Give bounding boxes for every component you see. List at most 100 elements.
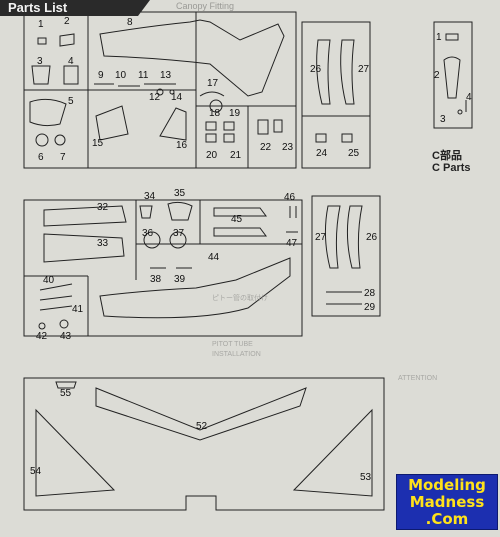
part-label-26-lower: 26 — [366, 232, 378, 243]
part-22-23-shapes — [257, 119, 283, 135]
part-label-27: 27 — [358, 64, 370, 75]
c-parts-label-en: C Parts — [432, 162, 471, 174]
part-54-shape — [35, 408, 116, 497]
sprue-a-right-frame — [301, 21, 371, 169]
part-52-shape — [95, 387, 307, 441]
part-label-47: 47 — [286, 238, 298, 249]
part-label-7: 7 — [60, 152, 66, 163]
part-c1-c4-shapes — [443, 33, 467, 115]
part-label-44: 44 — [208, 252, 220, 263]
part-label-45: 45 — [231, 214, 243, 225]
part-label-1: 1 — [38, 19, 44, 30]
part-label-21: 21 — [230, 150, 242, 161]
part-label-43: 43 — [60, 331, 72, 342]
sprue-c-frame — [433, 21, 473, 129]
part-label-8: 8 — [127, 17, 133, 28]
part-53-shape — [292, 408, 373, 497]
part-label-42: 42 — [36, 331, 48, 342]
part-label-11: 11 — [138, 70, 149, 81]
part-32-shape — [43, 205, 127, 227]
part-46-47-shapes — [286, 206, 298, 233]
part-label-4: 4 — [68, 56, 74, 67]
watermark-line-3: .Com — [425, 510, 469, 528]
part-label-38: 38 — [150, 274, 162, 285]
part-label-41: 41 — [72, 304, 84, 315]
part-1-shape — [37, 37, 47, 45]
part-6-shape — [35, 133, 49, 147]
part-number-labels: 1 2 3 4 5 6 7 8 9 10 11 12 13 14 15 16 1… — [30, 16, 472, 483]
part-label-6: 6 — [38, 152, 44, 163]
part-24-25-shapes — [315, 133, 353, 143]
ghost-attention: ATTENTION — [398, 375, 437, 382]
part-label-52: 52 — [196, 421, 208, 432]
part-16-shape — [159, 107, 187, 141]
part-label-27-lower: 27 — [315, 232, 327, 243]
ghost-note-en2: INSTALLATION — [212, 351, 261, 358]
part-26-27-shapes — [316, 39, 355, 105]
sprue-b-right-frame — [311, 195, 381, 317]
part-28-29-shapes — [326, 291, 362, 305]
c-part-label-1: 1 — [436, 32, 442, 43]
part-label-29: 29 — [364, 302, 376, 313]
part-label-18: 18 — [209, 108, 221, 119]
part-label-34: 34 — [144, 191, 156, 202]
part-label-15: 15 — [92, 138, 104, 149]
part-label-20: 20 — [206, 150, 218, 161]
modeling-madness-watermark: Modeling Madness .Com — [396, 474, 498, 530]
watermark-line-1: Modeling — [408, 476, 486, 494]
part-label-28: 28 — [364, 288, 376, 299]
sprue-wing-frame — [23, 377, 385, 511]
part-18-21-shapes — [205, 99, 235, 143]
part-44-shape — [99, 257, 291, 319]
part-45-shapes — [213, 207, 267, 237]
part-26-27-lower-shapes — [324, 205, 363, 269]
part-label-10: 10 — [115, 70, 127, 81]
part-label-40: 40 — [43, 275, 55, 286]
part-42-43-shapes — [38, 319, 69, 330]
part-label-9: 9 — [98, 70, 104, 81]
watermark-line-2: Madness — [409, 493, 485, 511]
part-label-36: 36 — [142, 228, 154, 239]
part-label-19: 19 — [229, 108, 241, 119]
part-label-13: 13 — [160, 70, 172, 81]
parts-list-banner: Parts List — [0, 0, 150, 16]
part-55-shape — [55, 381, 77, 389]
part-label-23: 23 — [282, 142, 294, 153]
part-label-12: 12 — [149, 92, 161, 103]
part-36-37-shapes — [143, 231, 187, 249]
part-17-shape — [199, 91, 225, 97]
part-5-shape — [29, 98, 67, 127]
part-3-shape — [31, 65, 51, 85]
c-parts-label-jp: C部品 — [432, 150, 462, 162]
part-33-shape — [43, 233, 125, 263]
ghost-note-jp: ピトー管の取付け — [212, 293, 268, 302]
part-9-14-shapes — [94, 83, 176, 96]
header-ghost-text: Canopy Fitting — [176, 1, 235, 11]
c-part-label-3: 3 — [440, 114, 446, 125]
part-label-53: 53 — [360, 472, 372, 483]
part-label-16: 16 — [176, 140, 188, 151]
part-label-37: 37 — [173, 228, 185, 239]
sprue-a-frame — [23, 11, 297, 169]
part-label-22: 22 — [260, 142, 272, 153]
part-7-shape — [54, 134, 66, 146]
part-label-32: 32 — [97, 202, 109, 213]
sprue-b-frame — [23, 199, 303, 337]
part-4-shape — [63, 65, 79, 85]
part-8-shape — [99, 19, 285, 97]
ghost-note-en1: PITOT TUBE — [212, 341, 253, 348]
c-part-label-2: 2 — [434, 70, 440, 81]
c-parts-caption: C部品 C Parts — [432, 150, 471, 174]
part-label-24: 24 — [316, 148, 328, 159]
part-label-46: 46 — [284, 192, 296, 203]
part-label-5: 5 — [68, 96, 74, 107]
part-label-17: 17 — [207, 78, 219, 89]
part-label-2: 2 — [64, 16, 70, 27]
part-label-54: 54 — [30, 466, 42, 477]
part-label-3: 3 — [37, 56, 43, 67]
part-label-14: 14 — [171, 92, 183, 103]
part-label-39: 39 — [174, 274, 186, 285]
part-label-55: 55 — [60, 388, 72, 399]
part-34-35-shapes — [139, 201, 193, 221]
